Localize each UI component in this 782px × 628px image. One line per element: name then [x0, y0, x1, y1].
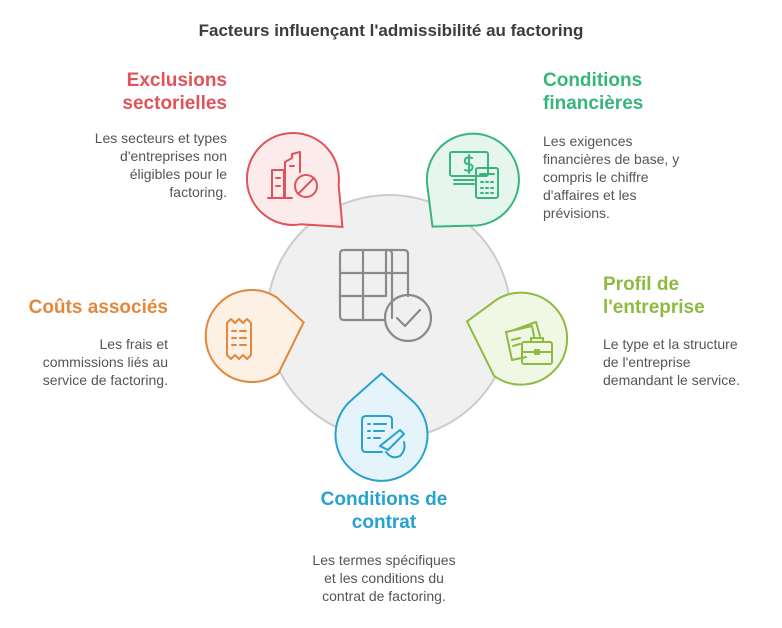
financial-description: Les exigences financières de base, y com…	[543, 133, 680, 221]
exclusions-bubble	[245, 131, 344, 228]
financial-title: Conditions financières	[543, 70, 644, 114]
briefcase-documents-icon	[505, 321, 553, 365]
table-checkmark-icon	[338, 248, 433, 343]
exclusions-title: Exclusions sectorielles	[122, 70, 227, 114]
buildings-prohibited-icon	[267, 151, 318, 199]
contract-bubble	[334, 372, 429, 482]
contract-description: Les termes spécifiques et les conditions…	[312, 552, 456, 604]
receipt-icon	[226, 318, 252, 360]
profile-title: Profil de l'entreprise	[603, 274, 705, 318]
money-calculator-icon	[449, 151, 499, 199]
profile-description: Le type et la structure de l'entreprise …	[603, 336, 740, 388]
exclusions-description: Les secteurs et types d'entreprises non …	[94, 130, 227, 200]
contract-signing-icon	[361, 415, 406, 459]
diagram-title: Facteurs influençant l'admissibilité au …	[198, 21, 584, 40]
costs-title: Coûts associés	[28, 297, 168, 318]
costs-description: Les frais et commissions liés au service…	[42, 336, 168, 388]
contract-title: Conditions de contrat	[320, 489, 448, 533]
